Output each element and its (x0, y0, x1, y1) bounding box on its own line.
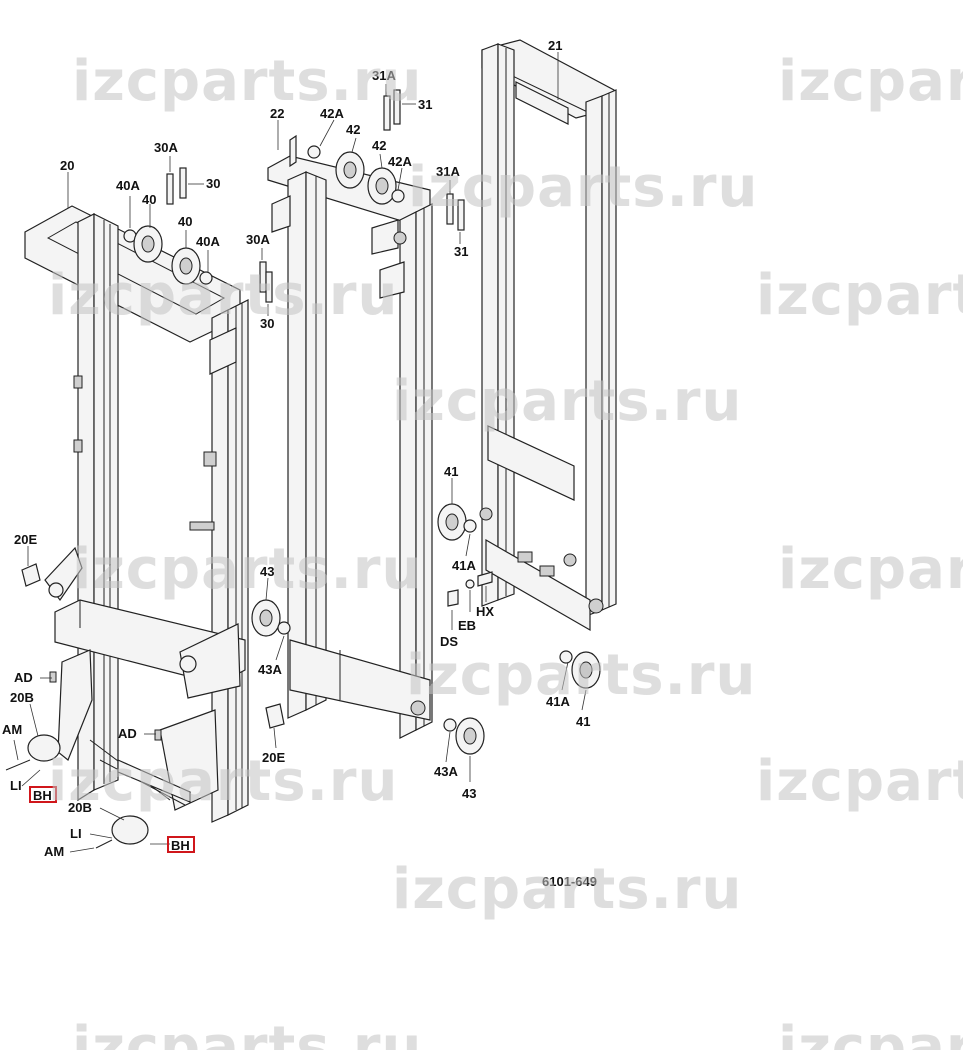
label-20: 20 (60, 158, 74, 173)
roller-bearings (123, 145, 601, 755)
label-42A: 42A (320, 106, 344, 121)
label-21: 21 (548, 38, 562, 53)
label-30: 30 (260, 316, 274, 331)
label-BH: BH (33, 788, 52, 803)
label-30A: 30A (154, 140, 178, 155)
label-EB: EB (458, 618, 476, 633)
label-42: 42 (372, 138, 386, 153)
label-43A: 43A (434, 764, 458, 779)
highlight-box-BH (167, 836, 195, 853)
label-41: 41 (576, 714, 590, 729)
shims (166, 89, 465, 303)
label-AD: AD (14, 670, 33, 685)
outer-mast-assembly (24, 205, 249, 823)
watermark: izcparts.ru (778, 1015, 963, 1050)
label-30A: 30A (246, 232, 270, 247)
label-41A: 41A (452, 558, 476, 573)
leader-lines (13, 52, 587, 853)
label-40: 40 (178, 214, 192, 229)
label-40A: 40A (116, 178, 140, 193)
label-43: 43 (462, 786, 476, 801)
callout-labels: 20 21 22 30A 30 30A 30 31A 31 31A 31 40A… (2, 38, 597, 889)
inner-mast-assembly (479, 39, 617, 632)
label-41A: 41A (546, 694, 570, 709)
watermark: izcparts.ru (756, 263, 963, 328)
label-22: 22 (270, 106, 284, 121)
watermark: izcparts.ru (48, 749, 398, 814)
diagram-code: 6101-649 (542, 874, 597, 889)
watermark: izcparts.ru (406, 643, 756, 708)
label-43A: 43A (258, 662, 282, 677)
label-AM: AM (2, 722, 22, 737)
label-40: 40 (142, 192, 156, 207)
label-BH: BH (171, 838, 190, 853)
label-41: 41 (444, 464, 458, 479)
label-AD: AD (118, 726, 137, 741)
label-40A: 40A (196, 234, 220, 249)
middle-mast-assembly (267, 134, 433, 739)
watermark: izcparts.ru (48, 263, 398, 328)
small-hardware (5, 563, 493, 849)
label-LI: LI (70, 826, 82, 841)
watermark: izcparts.ru (72, 49, 422, 114)
watermark: izcparts.ru (392, 857, 742, 922)
label-LI: LI (10, 778, 22, 793)
label-20B: 20B (10, 690, 34, 705)
label-31: 31 (454, 244, 468, 259)
watermarks: izcparts.ru izcparts.ru izcparts.ru izcp… (48, 49, 963, 1050)
watermark: izcparts.ru (778, 537, 963, 602)
label-31A: 31A (436, 164, 460, 179)
label-30: 30 (206, 176, 220, 191)
watermark: izcparts.ru (756, 749, 963, 814)
watermark: izcparts.ru (408, 155, 758, 220)
watermark: izcparts.ru (778, 49, 963, 114)
watermark: izcparts.ru (72, 537, 422, 602)
label-31: 31 (418, 97, 432, 112)
watermark: izcparts.ru (392, 369, 742, 434)
label-20E: 20E (14, 532, 37, 547)
label-20E: 20E (262, 750, 285, 765)
label-AM: AM (44, 844, 64, 859)
label-42: 42 (346, 122, 360, 137)
label-DS: DS (440, 634, 458, 649)
label-31A: 31A (372, 68, 396, 83)
highlight-box-BH (29, 786, 57, 803)
label-43: 43 (260, 564, 274, 579)
label-HX: HX (476, 604, 494, 619)
label-20B: 20B (68, 800, 92, 815)
watermark: izcparts.ru (72, 1015, 422, 1050)
label-42A: 42A (388, 154, 412, 169)
